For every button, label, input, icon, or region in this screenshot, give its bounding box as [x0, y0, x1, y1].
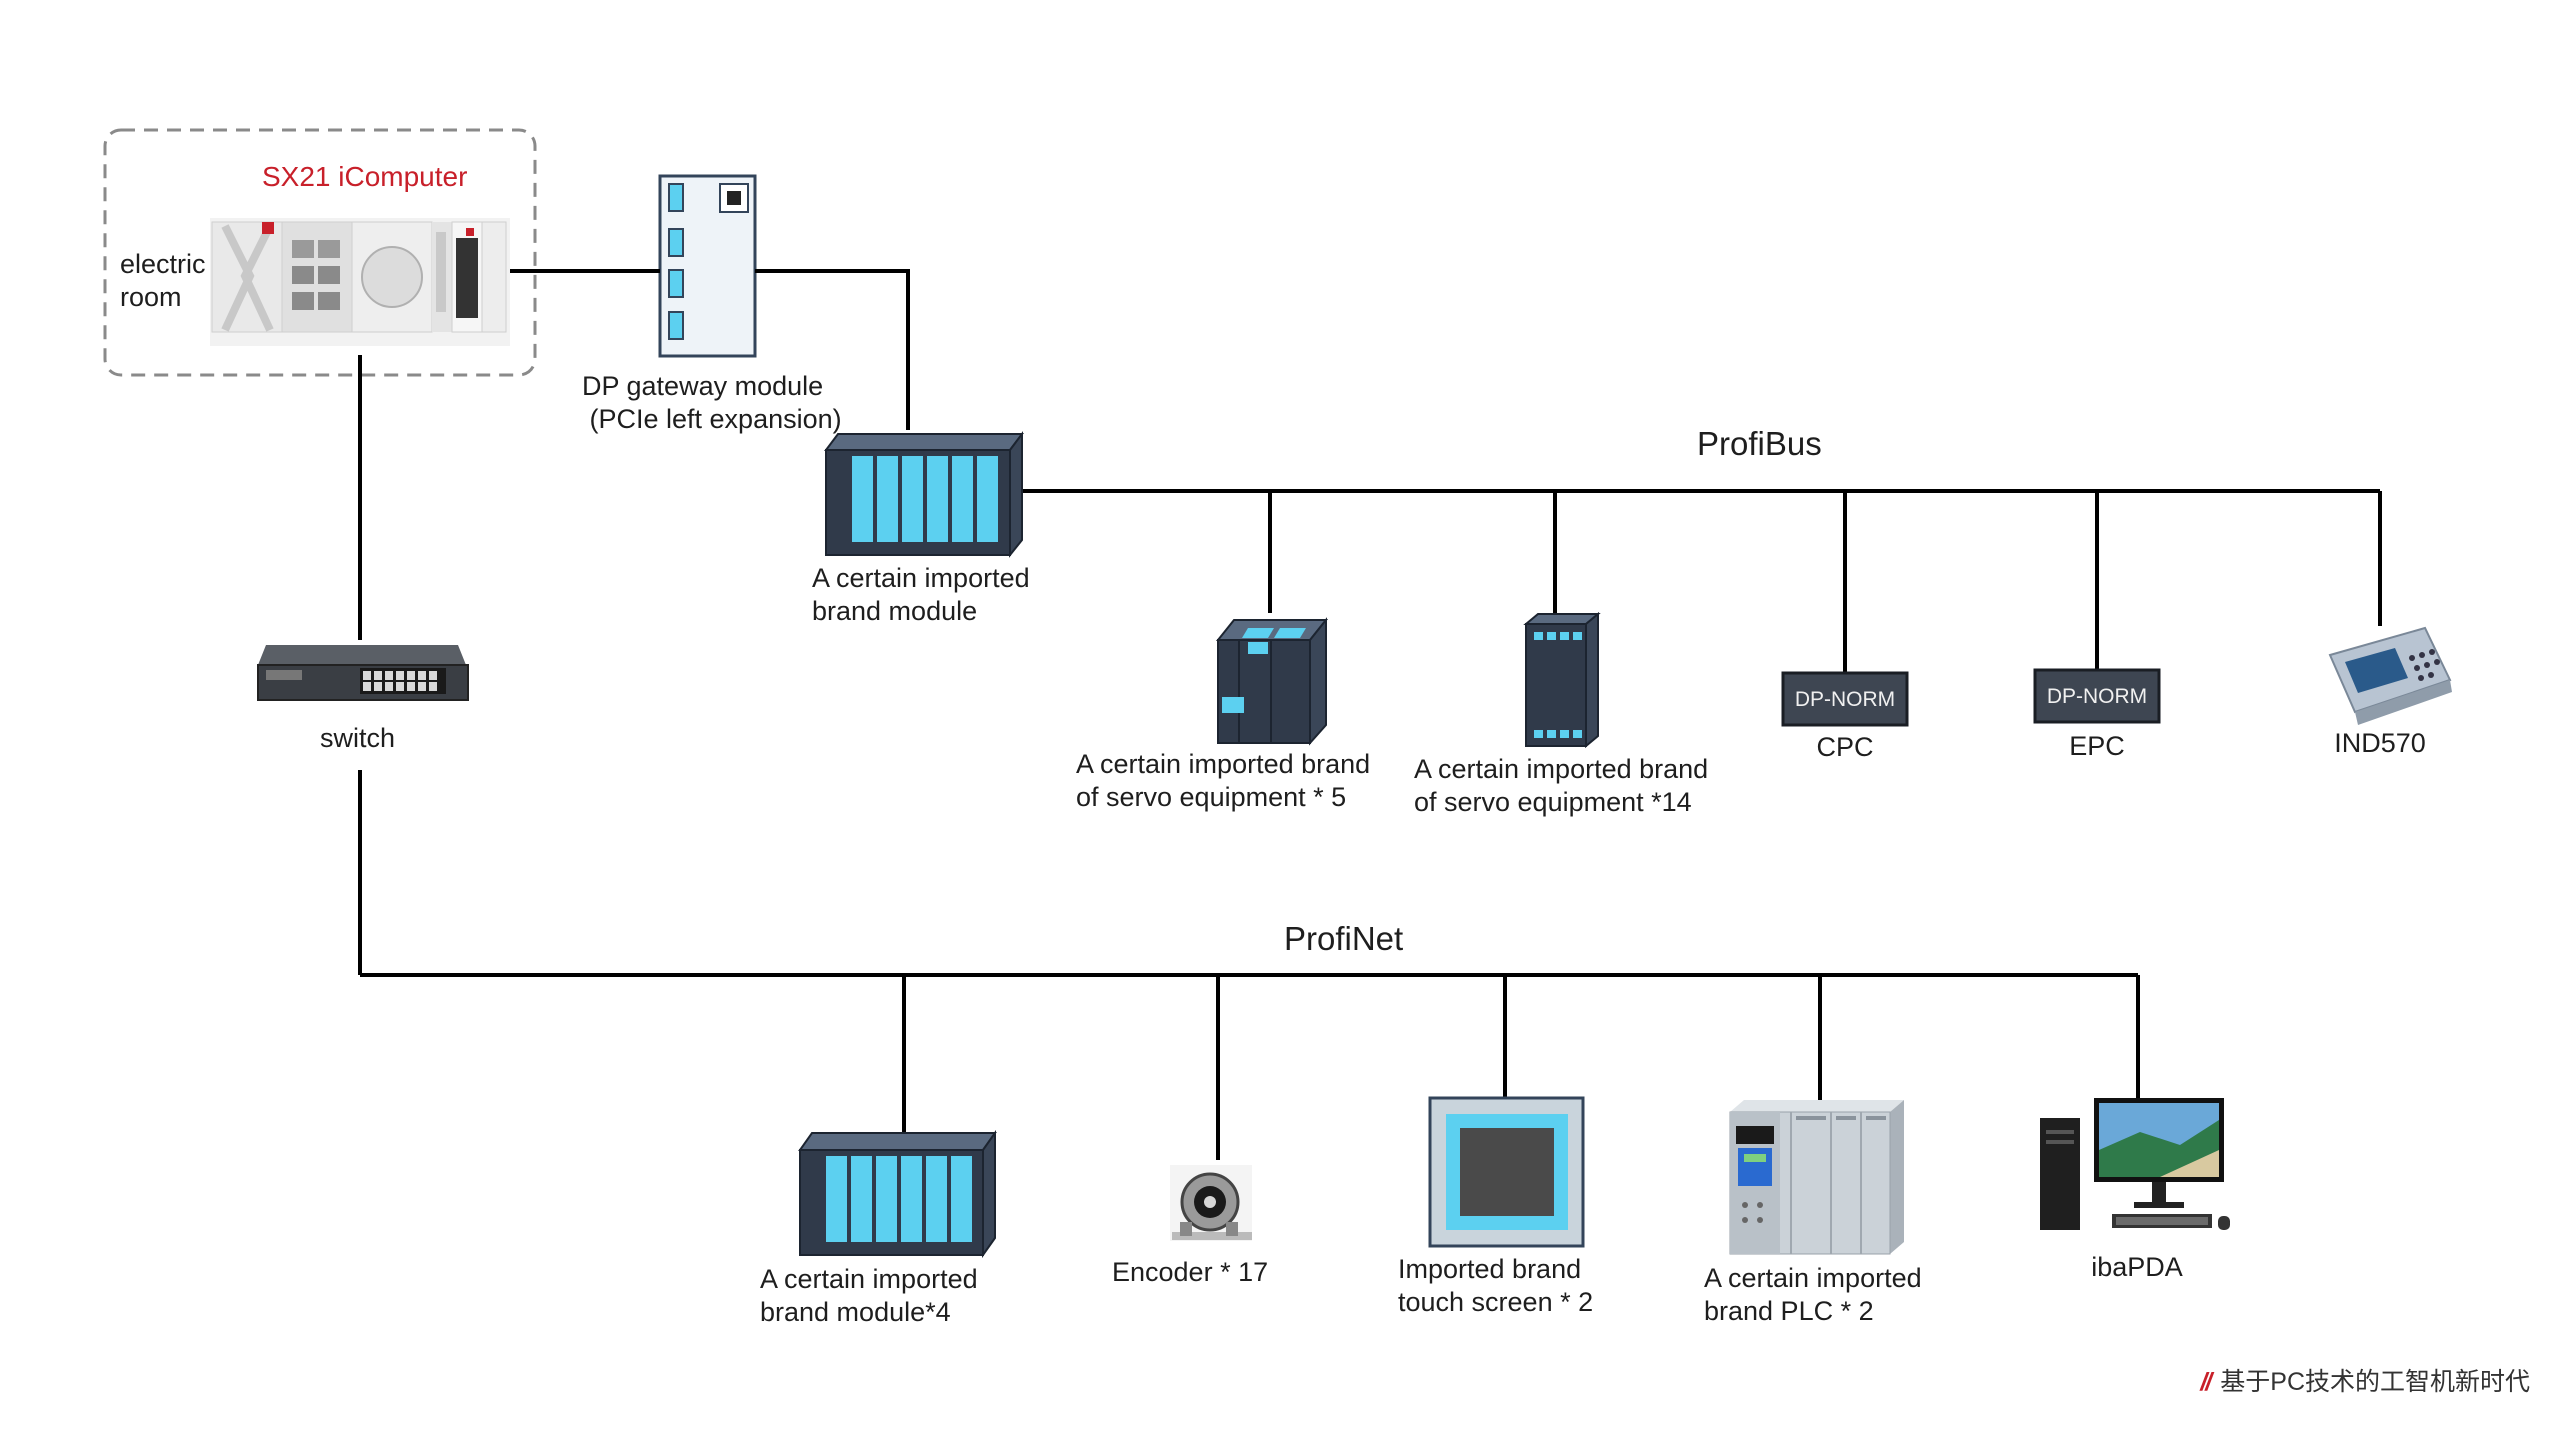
- gateway-label: DP gateway module (PCIe left expansion): [582, 371, 842, 434]
- network-switch-icon: [257, 645, 469, 701]
- desktop-pc-icon: [2040, 1098, 2230, 1230]
- computer-title: SX21 iComputer: [262, 161, 468, 192]
- ibapda-label: ibaPDA: [2091, 1252, 2183, 1282]
- servo-drive-14-icon: [1523, 611, 1601, 749]
- profibus-head-module-label: A certain imported brand module: [812, 563, 1030, 626]
- dp-norm-cpc-box: [1781, 671, 1909, 727]
- plc-icon: [1729, 1100, 1904, 1255]
- servo-5-label: A certain imported brand of servo equipm…: [1076, 749, 1371, 812]
- room-label: electric room: [120, 249, 206, 312]
- dp-norm-epc-text: DP-NORM: [2046, 685, 2148, 708]
- footer-text: 基于PC技术的工智机新时代: [2220, 1368, 2530, 1396]
- touch-screen-label: Imported brand touch screen * 2: [1398, 1254, 1594, 1317]
- sx21-icomputer-icon: [210, 218, 510, 346]
- control-room-frame: [103, 128, 537, 377]
- ind570-terminal-icon: [2328, 626, 2452, 725]
- servo-14-label: A certain imported brand of servo equipm…: [1414, 754, 1709, 817]
- switch-label: switch: [320, 723, 396, 753]
- profinet-module-label: A certain imported brand module*4: [760, 1264, 978, 1327]
- encoder-icon: [1170, 1165, 1252, 1241]
- ind570-label: IND570: [2334, 728, 2426, 758]
- dp-norm-epc-box: [2033, 668, 2161, 724]
- servo-drive-5-icon: [1215, 617, 1329, 746]
- dp-gateway-module-icon: [658, 174, 757, 358]
- footer-mark: //: [2200, 1368, 2212, 1396]
- encoder-label: Encoder * 17: [1112, 1257, 1269, 1287]
- plc-label: A certain imported brand PLC * 2: [1704, 1263, 1922, 1326]
- footer-slogan: // 基于PC技术的工智机新时代: [2200, 1362, 2530, 1398]
- profinet-module-icon: [798, 1129, 997, 1259]
- profinet-title: ProfiNet: [1284, 920, 1404, 957]
- profibus-title: ProfiBus: [1697, 425, 1822, 462]
- touch-screen-icon: [1428, 1096, 1585, 1248]
- cpc-label: CPC: [1816, 732, 1874, 762]
- connection-lines: [358, 269, 2382, 1160]
- profibus-head-module-icon: [824, 431, 1024, 558]
- epc-label: EPC: [2069, 731, 2125, 761]
- dp-norm-cpc-text: DP-NORM: [1794, 688, 1896, 711]
